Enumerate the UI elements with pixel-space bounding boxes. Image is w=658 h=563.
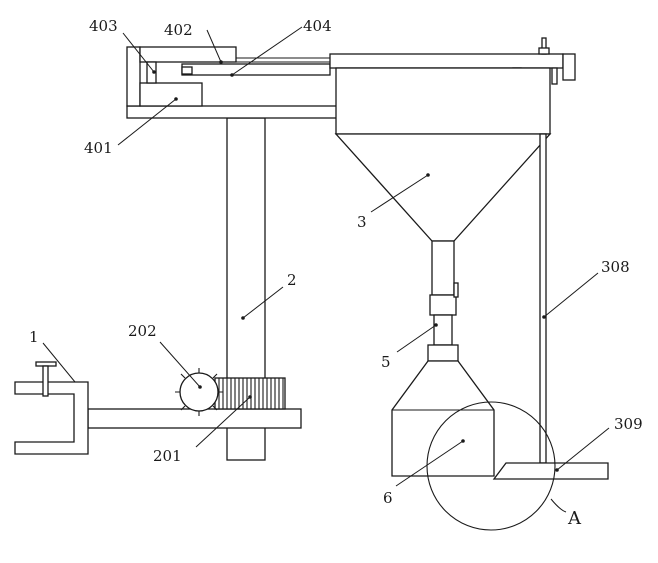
upper-block-402 — [139, 46, 237, 63]
clamp-1 — [14, 361, 89, 455]
leader-5 — [396, 324, 437, 353]
label-401: 401 — [84, 139, 113, 157]
label-308: 308 — [601, 258, 630, 276]
rack-201 — [214, 377, 286, 410]
leader-202 — [159, 341, 201, 388]
label-402: 402 — [164, 21, 193, 39]
label-309: 309 — [614, 415, 643, 433]
label-1: 1 — [29, 328, 39, 346]
leader-201 — [195, 396, 251, 448]
label-A: A — [567, 508, 582, 529]
label-5: 5 — [381, 353, 391, 371]
hopper-3 — [334, 67, 552, 242]
leader-lines — [42, 26, 610, 513]
motor-block-401 — [139, 82, 203, 107]
label-2: 2 — [287, 271, 297, 289]
leader-A — [550, 498, 567, 513]
leader-1 — [42, 342, 76, 383]
label-403: 403 — [89, 17, 118, 35]
leader-308 — [543, 272, 599, 318]
label-6: 6 — [383, 489, 393, 507]
label-404: 404 — [303, 17, 332, 35]
leader-6 — [395, 440, 464, 487]
foot-plate-309 — [492, 462, 609, 480]
leader-401 — [117, 98, 177, 146]
feed-pipe-5 — [427, 240, 459, 362]
label-202: 202 — [128, 322, 157, 340]
leader-404 — [231, 26, 303, 76]
label-201: 201 — [153, 447, 182, 465]
leader-403 — [122, 32, 155, 73]
leader-309 — [556, 427, 610, 471]
label-3: 3 — [357, 213, 367, 231]
support-rod-308 — [539, 133, 547, 464]
detail-circle-A — [426, 401, 556, 531]
leader-3 — [370, 174, 429, 213]
container-6 — [391, 360, 495, 477]
labels: 1 2 3 5 6 201 202 308 309 401 402 403 40… — [29, 17, 643, 529]
leader-402 — [206, 29, 222, 63]
left-end-plate — [126, 46, 141, 107]
top-frame-assembly — [126, 46, 341, 119]
gear-202 — [175, 368, 223, 416]
rail-end-stop — [181, 66, 193, 75]
base-plate — [87, 408, 302, 429]
leader-2 — [242, 286, 284, 319]
slider-block-403 — [146, 61, 157, 84]
guide-rail-404 — [181, 63, 331, 76]
